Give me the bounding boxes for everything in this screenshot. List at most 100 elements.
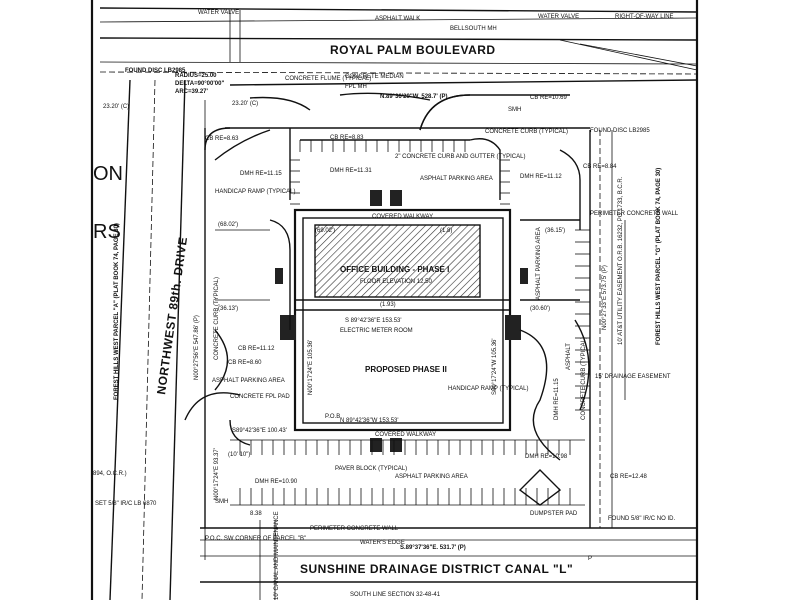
canal-label: SUNSHINE DRAINAGE DISTRICT CANAL "L"	[300, 562, 573, 576]
asphalt-parking-west-label: ASPHALT PARKING AREA	[212, 378, 285, 384]
pob-label: P.O.B.	[325, 414, 342, 420]
att-easement-label: 10' AT&T UTILITY EASEMENT O.R.B. 16232, …	[618, 176, 624, 345]
canal-maintenance-label: 10' CANAL AND MAINTENANCE	[274, 511, 280, 600]
proposed-phase-two-label: PROPOSED PHASE II	[365, 365, 447, 374]
south-bearing-label: S.89°37'36"E. 531.7' (P)	[400, 545, 466, 551]
dim-g-label: (1.93)	[380, 302, 396, 308]
right-of-way-lines	[99, 7, 698, 86]
right-of-way-label: RIGHT-OF-WAY LINE	[615, 14, 674, 20]
north-stall-lines	[290, 140, 510, 205]
dmh-south-label: DMH RE=10.98	[525, 454, 568, 460]
north-bearing-label: N.89°36'29"W. 528.7' (P)	[380, 94, 447, 100]
ocr-fragment-label: 894, O.C.R.)	[93, 471, 127, 477]
south-line-section-label: SOUTH LINE SECTION 32-48-41	[350, 592, 441, 598]
electric-meter-label: ELECTRIC METER ROOM	[340, 328, 413, 334]
fragment-on-label: ON	[93, 163, 123, 185]
phase-one-hatched-area	[314, 224, 481, 298]
dmh-east-label: DMH RE=11.15	[554, 378, 560, 420]
asphalt-east-label: ASPHALT	[566, 343, 572, 370]
water-valve-right-label: WATER VALVE	[538, 14, 579, 20]
cb-w1-label: CB RE=11.12	[238, 346, 275, 352]
dmh-n2-label: DMH RE=11.31	[330, 168, 372, 174]
cb-se-label: CB RE=12.48	[610, 474, 648, 480]
parcel-boundary	[204, 127, 590, 528]
dim-e-label: (69.02')	[315, 228, 335, 234]
curve-delta-label: DELTA=90°00'00"	[175, 81, 224, 87]
found-disc-ne-label: FOUND DISC LB2985	[590, 128, 650, 134]
nw-89th-drive-label: NORTHWEST 89th. DRIVE	[154, 236, 190, 396]
found-se-label: FOUND 5/8" IR/C NO ID.	[608, 516, 675, 522]
east-stall-lines	[575, 229, 590, 411]
fpl-mh-label: FPL MH	[345, 84, 367, 90]
building-south-bearing-label: S 89°42'36"E 153.53'	[345, 318, 402, 324]
dmh-n1-label: DMH RE=11.15	[240, 171, 282, 177]
concrete-fpl-pad-label: CONCRETE FPL PAD	[230, 394, 290, 400]
waters-edge-label: WATER'S EDGE	[360, 540, 405, 546]
west-street-lines	[109, 79, 206, 601]
set-disc-label: SET 5/8" IR/C LB 6870	[95, 501, 157, 507]
curve-radius-label: RADIUS=25.00	[175, 73, 217, 79]
east-line-label: N00°27'33"E 573.75' (P)	[602, 265, 608, 330]
asphalt-parking-east-label: ASPHALT PARKING AREA	[536, 227, 542, 300]
forest-hills-east-label: FOREST HILLS WEST PARCEL "G" (PLAT BOOK …	[656, 168, 662, 345]
south-stall-lines	[239, 440, 571, 505]
cb-nw-label: CB RE=8.63	[205, 136, 239, 142]
forest-hills-west-label: FOREST HILLS WEST PARCEL "A" (PLAT BOOK …	[114, 223, 120, 400]
dmh-sw-label: DMH RE=10.90	[255, 479, 298, 485]
curve-dim-right-label: 23.20' (C)	[232, 101, 258, 107]
water-valve-left-label: WATER VALVE	[198, 10, 239, 16]
concrete-median-label: CONCRETE MEDIAN	[345, 74, 404, 80]
paver-block-label: PAVER BLOCK (TYPICAL)	[335, 466, 407, 472]
dmh-n3-label: DMH RE=11.12	[520, 174, 562, 180]
pl-label: P	[588, 556, 592, 562]
dim-b-label: (36.13')	[218, 306, 238, 312]
curve-arc-label: ARC=39.27'	[175, 89, 209, 95]
building-bottom-bearing-label: N 89°42'36"W 153.53'	[340, 418, 399, 424]
dim-f-label: (1.8)	[440, 228, 452, 234]
canal-lines	[200, 520, 697, 600]
fragment-rs-label: RS	[93, 221, 121, 243]
north-parking-curbs	[204, 92, 581, 230]
drainage-easement-label: 15' DRAINAGE EASEMENT	[595, 374, 671, 380]
perimeter-wall-south-label: PERIMETER CONCRETE WALL	[310, 526, 399, 532]
concrete-curb-east-label: CONCRETE CURB (TYPICAL)	[581, 337, 587, 420]
handicap-ramp-nw-label: HANDICAP RAMP (TYPICAL)	[215, 189, 295, 195]
perimeter-wall-east-label: PERIMETER CONCRETE WALL	[590, 211, 679, 217]
royal-palm-boulevard-label: ROYAL PALM BOULEVARD	[330, 43, 496, 57]
west-line-label: N00°27'56"E 547.86' (P)	[194, 315, 200, 380]
cb-ne2-label: CB RE=8.84	[583, 164, 617, 170]
smh-west-label: SMH	[215, 499, 228, 505]
building-name-label: OFFICE BUILDING - PHASE I	[340, 265, 449, 274]
dumpster-pad-label: DUMPSTER PAD	[530, 511, 578, 517]
asphalt-walk-label: ASPHALT WALK	[375, 16, 420, 22]
asphalt-parking-north-label: ASPHALT PARKING AREA	[420, 176, 493, 182]
office-building-outline	[293, 208, 512, 432]
dim-w2-label: (10' 10")	[228, 452, 250, 458]
building-east-dim-label: S00°17'24"W 105.36'	[492, 338, 498, 395]
covered-walkway-south-label: COVERED WALKWAY	[375, 432, 436, 438]
dim-a-label: (68.02')	[218, 222, 238, 228]
building-west-dim-label: N00°17'24"E 105.36'	[308, 340, 314, 395]
found-disc-label: FOUND DISC LB2985	[125, 68, 186, 74]
covered-walkway-north-label: COVERED WALKWAY	[372, 214, 433, 220]
bellsouth-mh-label: BELLSOUTH MH	[450, 26, 497, 32]
floor-elevation-label: FLOOR ELEVATION 12.50	[360, 279, 432, 285]
cb-ne-label: CB RE=10.69	[530, 95, 568, 101]
concrete-flume-label: CONCRETE FLUME (TYPICAL)	[285, 76, 371, 82]
f-value-label: 8.38	[250, 511, 262, 517]
poc-sw-label: P.O.C. SW CORNER OF PARCEL "B"	[205, 536, 306, 542]
east-boundary-lines	[589, 130, 626, 528]
cb-n-label: CB RE=8.83	[330, 135, 364, 141]
asphalt-parking-south-label: ASPHALT PARKING AREA	[395, 474, 468, 480]
smh-label: SMH	[508, 107, 521, 113]
dim-c-label: (36.15')	[545, 228, 565, 234]
dim-w3-label: N00°17'24"E 93.37'	[214, 448, 220, 500]
curve-dim-left-label: 23.20' (C)	[103, 104, 129, 110]
handicap-blocks	[275, 190, 528, 452]
curb-gutter-label: 2" CONCRETE CURB AND GUTTER (TYPICAL)	[395, 154, 525, 160]
dim-d-label: (30.60')	[530, 306, 550, 312]
handicap-ramp-label: HANDICAP RAMP (TYPICAL)	[448, 386, 528, 392]
concrete-curb-ne-label: CONCRETE CURB (TYPICAL)	[485, 129, 568, 135]
